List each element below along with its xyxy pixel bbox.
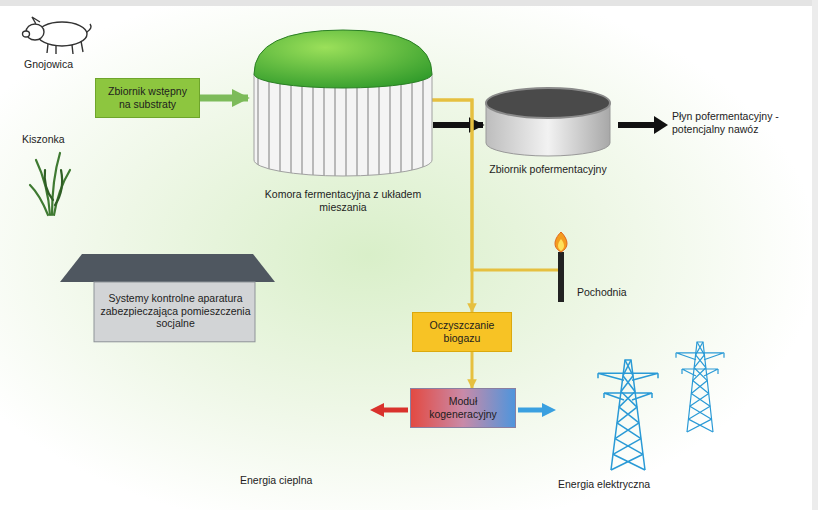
node-shape	[254, 74, 432, 176]
power-pylons	[682, 369, 718, 374]
power-pylons	[676, 353, 724, 358]
outlet-arrowhead	[654, 116, 668, 134]
silage-icon	[30, 185, 48, 215]
silage-icon	[30, 153, 70, 215]
node-text: Moduł kogeneracyjny	[417, 395, 509, 420]
heat-arrow	[382, 408, 408, 413]
power-pylons	[693, 368, 708, 381]
silage-icon	[45, 170, 53, 200]
substrate-tank: Zbiornik wstępny na substraty	[95, 78, 200, 118]
power-pylons	[676, 342, 724, 432]
pig-icon	[37, 22, 87, 46]
silage-icon	[36, 160, 50, 215]
power-pylons	[604, 393, 652, 398]
flow-connector	[433, 122, 483, 128]
pig-icon	[47, 41, 83, 54]
node-text: Zbiornik pofermentacyjny	[483, 163, 613, 176]
flare-stack: Pochodnia	[553, 230, 643, 304]
gas-cleaning-box: Oczyszczanie biogazu	[412, 312, 512, 352]
power-pylons	[676, 353, 724, 360]
power-arrowhead	[542, 403, 556, 417]
outlet-arrow	[618, 122, 655, 128]
node-text: Systemy kontrolne aparatura zabezpieczaj…	[100, 292, 251, 330]
heat-arrowhead	[370, 403, 384, 417]
power-pylons	[690, 393, 710, 406]
silage-label: Kiszonka	[22, 133, 102, 146]
node-shape	[94, 282, 255, 342]
node-shape	[486, 88, 610, 118]
top-frame	[0, 0, 818, 6]
pig-icon	[87, 24, 91, 32]
silage-icon	[55, 170, 62, 205]
power-pylons	[598, 342, 724, 470]
node-text: Oczyszczanie biogazu	[419, 319, 505, 344]
flow-connector	[471, 352, 474, 388]
node-shape	[558, 252, 564, 302]
fermentation-chamber: Komora fermentacyjna z układem mieszania	[248, 28, 438, 213]
chp-module: Moduł kogeneracyjny	[410, 388, 516, 428]
node-text: Komora fermentacyjna z układem mieszania	[248, 188, 438, 213]
silage-icon	[54, 170, 70, 215]
flow-connector	[200, 95, 248, 102]
node-text: Zbiornik wstępny na substraty	[102, 85, 193, 110]
power-pylons	[598, 360, 658, 470]
power-pylons	[621, 376, 635, 392]
node-shape	[60, 254, 275, 282]
power-pylons	[688, 406, 711, 419]
node-shape	[248, 28, 438, 213]
manure-label: Gnojowica	[24, 58, 104, 71]
node-text: Pochodnia	[577, 286, 643, 299]
right-frame	[812, 0, 818, 510]
digestate-label: Płyn pofermentacyjny - potencjalny nawóz	[672, 110, 812, 135]
power-pylons	[694, 355, 706, 368]
pig-icon	[32, 17, 40, 24]
power-pylons	[598, 373, 658, 378]
power-pylons	[598, 373, 658, 380]
pig-icon	[23, 31, 30, 37]
power-arrow	[518, 408, 544, 413]
power-pylons	[687, 419, 713, 432]
power-pylons	[613, 439, 643, 455]
node-shape	[254, 30, 432, 88]
power-pylons	[611, 454, 645, 470]
node-shape	[558, 239, 564, 251]
power-pylons	[682, 369, 718, 376]
power-pylons	[615, 423, 641, 439]
control-building: Systemy kontrolne aparatura zabezpieczaj…	[60, 252, 275, 342]
node-shape	[555, 232, 567, 252]
node-shape	[483, 85, 613, 176]
pig-icon	[23, 17, 92, 54]
power-pylons	[611, 360, 645, 470]
power-pylons	[617, 407, 639, 423]
power-pylons	[604, 393, 652, 400]
power-pylons	[691, 381, 708, 394]
power-pylons	[687, 342, 713, 432]
power-label: Energia elektryczna	[558, 478, 688, 491]
flow-connector	[432, 100, 472, 312]
heat-label: Energia cieplna	[240, 474, 360, 487]
digestate-tank: Zbiornik pofermentacyjny	[483, 85, 613, 176]
